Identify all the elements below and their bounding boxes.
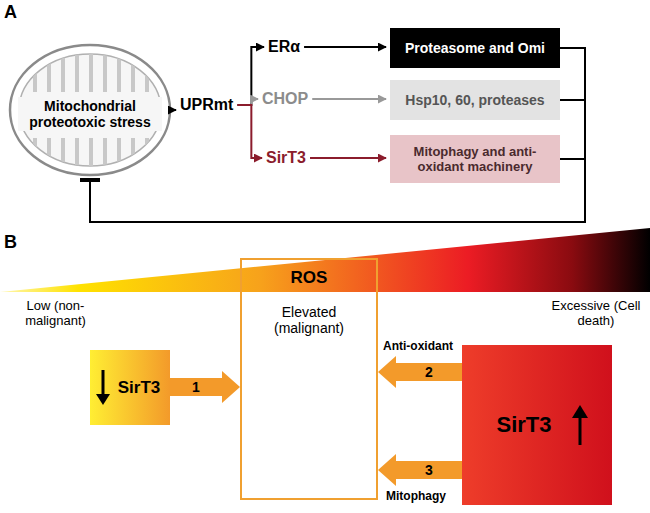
block-arrow xyxy=(378,454,462,486)
node-text: Mitophagy and anti-oxidant machinery xyxy=(396,144,554,174)
node-text: SirT3 xyxy=(118,378,161,398)
node-text: Mitochondrial proteotoxic stress xyxy=(18,97,162,131)
cristae xyxy=(15,50,165,178)
block-arrow-shape xyxy=(378,454,462,486)
node-text: SirT3 xyxy=(266,149,306,167)
down-arrow-symbol xyxy=(96,370,110,405)
block-arrow-shape xyxy=(170,371,240,403)
arrow-connector xyxy=(312,99,386,100)
up-arrow-symbol xyxy=(572,405,588,445)
arrow-note: Anti-oxidant xyxy=(383,339,453,353)
process-box: Proteasome and Omi xyxy=(390,28,560,68)
process-box: Hsp10, 60, proteases xyxy=(390,80,560,120)
arrow-note: Mitophagy xyxy=(386,489,446,503)
node-text: CHOP xyxy=(262,90,308,108)
node-text: ERα xyxy=(268,38,300,56)
node-text: SirT3 xyxy=(496,412,551,438)
high-sirt3-fill xyxy=(462,345,612,505)
connector-path xyxy=(174,109,176,111)
node-text: ROS xyxy=(291,268,328,288)
process-box: Mitophagy and anti-oxidant machinery xyxy=(390,135,560,183)
pathway-label: UPRmt xyxy=(180,96,233,114)
sirt3-box: SirT3 xyxy=(462,345,612,505)
callout-number: 1 xyxy=(192,379,200,395)
callout-number: 3 xyxy=(425,462,433,478)
arrow-connector xyxy=(304,47,386,48)
block-arrow-shape xyxy=(378,356,462,388)
connector-path xyxy=(237,47,264,105)
arrow-connector xyxy=(174,110,176,111)
pathway-label: ERα xyxy=(268,38,300,56)
region-box: ROS Elevated (malignant) xyxy=(240,258,378,500)
connector-path xyxy=(237,105,262,158)
node-text: Hsp10, 60, proteases xyxy=(405,92,544,108)
node-text: Elevated (malignant) xyxy=(259,304,359,336)
panel-letter: A xyxy=(4,2,17,23)
panel-letter: B xyxy=(4,232,17,253)
connector-path xyxy=(304,46,386,48)
connector-path xyxy=(310,157,386,159)
arrow-connector xyxy=(237,105,262,158)
ros-gradient-wedge xyxy=(0,228,650,292)
sirt3-box: SirT3 xyxy=(90,350,170,425)
callout-number: 2 xyxy=(425,364,433,380)
scale-label: Excessive (Cell death) xyxy=(545,298,647,328)
pathway-label: CHOP xyxy=(262,90,308,108)
mitochondrion: Mitochondrial proteotoxic stress xyxy=(10,45,170,175)
low-sirt3-fill xyxy=(90,350,170,425)
arrow-connector xyxy=(237,47,264,105)
node-text: UPRmt xyxy=(180,96,233,114)
block-arrow xyxy=(378,356,462,388)
node-text: Proteasome and Omi xyxy=(405,40,545,56)
block-arrow xyxy=(170,371,240,403)
connector-path xyxy=(90,48,585,222)
pathway-label: SirT3 xyxy=(266,149,306,167)
connector-path xyxy=(312,98,386,100)
inhibition-line xyxy=(90,48,585,222)
arrow-connector xyxy=(310,158,386,159)
scale-label: Low (non-malignant) xyxy=(3,298,108,328)
